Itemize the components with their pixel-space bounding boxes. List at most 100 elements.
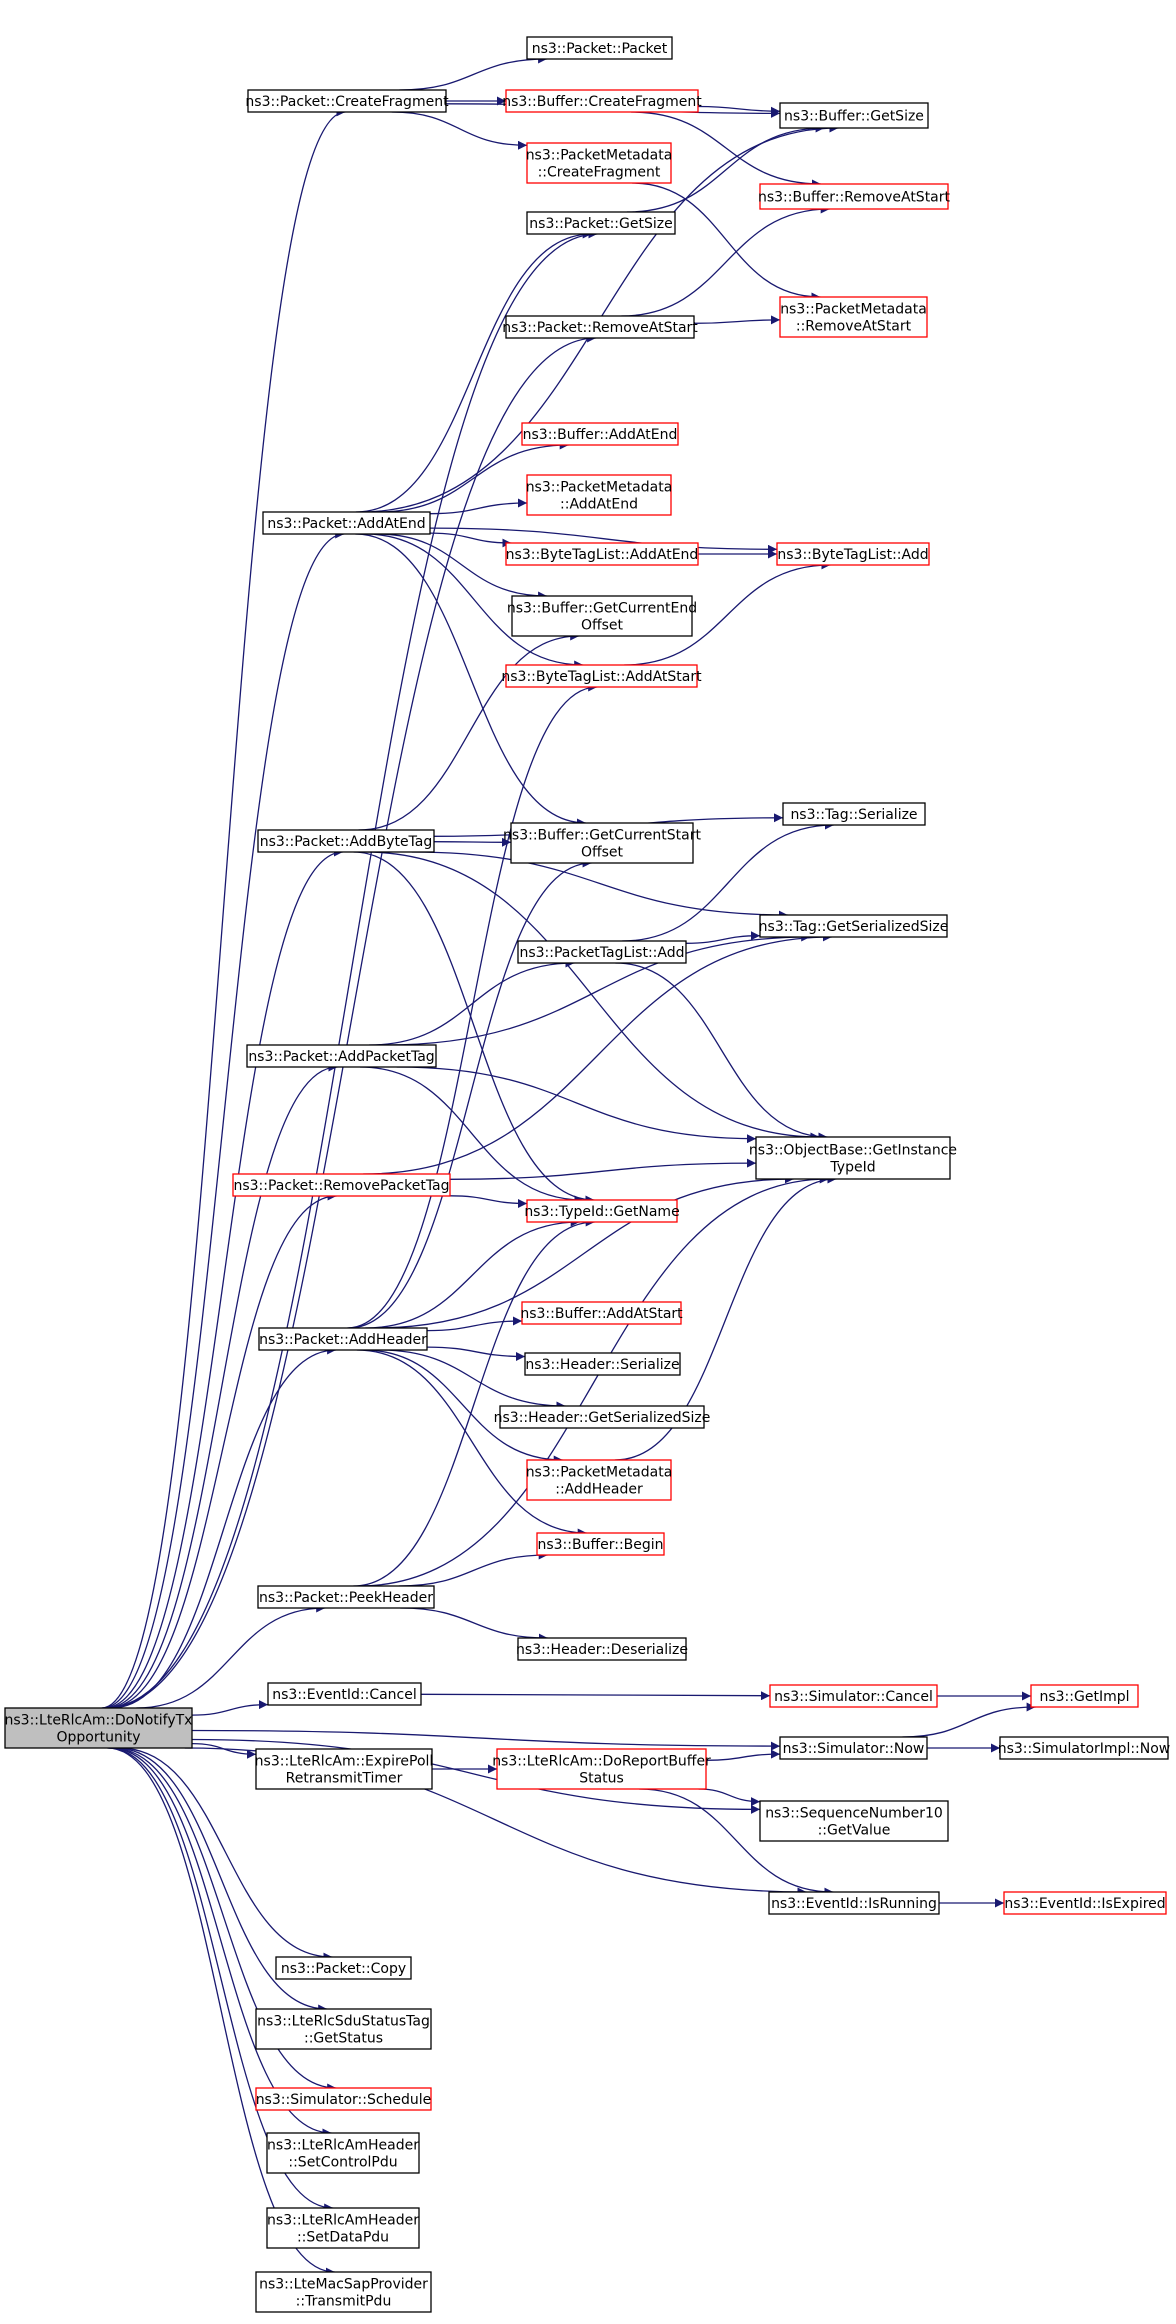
node-simimpl_now[interactable]: ns3::SimulatorImpl::Now [998,1736,1171,1760]
node-btl_addatend[interactable]: ns3::ByteTagList::AddAtEnd [505,542,699,566]
edge-pkt_addheader-to-hdr_serialize [426,1346,526,1361]
node-label: ns3::ByteTagList::Add [777,547,928,563]
node-box [505,542,699,566]
node-typeid_getname[interactable]: ns3::TypeId::GetName [524,1199,680,1223]
node-label: ns3::Buffer::AddAtStart [520,1306,683,1322]
node-box [496,1748,707,1790]
node-label: ns3::Tag::Serialize [790,807,917,823]
node-macsap_transmitpdu[interactable]: ns3::LteMacSapProvider::TransmitPdu [255,2271,432,2313]
edge-pkt_addheader-to-buf_begin [356,1349,587,1538]
node-pkt_getsize[interactable]: ns3::Packet::GetSize [526,211,676,235]
edge-btl_addatstart-to-btl_add [624,560,831,666]
node-label: ::GetValue [818,1823,891,1839]
node-ptl_add[interactable]: ns3::PacketTagList::Add [517,940,687,964]
edge-pkt_addatend-to-btl_addatstart [364,533,584,670]
node-box [779,1736,928,1760]
edge-pkt_removepackettag-to-ob_getinstancetypeid [449,1158,757,1180]
node-eventid_cancel[interactable]: ns3::EventId::Cancel [267,1682,422,1706]
node-pkt_removeatstart[interactable]: ns3::Packet::RemoveAtStart [502,315,698,339]
node-label: ns3::PacketMetadata [526,148,673,164]
node-label: ns3::Packet::AddAtEnd [267,516,425,532]
edge-doreportbuffer-to-eventid_isrunning [639,1788,834,1897]
node-label: Status [579,1771,624,1787]
node-tag_serialize[interactable]: ns3::Tag::Serialize [782,802,926,826]
node-pm_addheader[interactable]: ns3::PacketMetadata::AddHeader [526,1459,673,1501]
edge-pkt_addheader-to-pm_addheader [362,1349,563,1465]
node-amhdr_setdatapdu[interactable]: ns3::LteRlcAmHeader::SetDataPdu [266,2207,420,2249]
node-pm_createfrag[interactable]: ns3::PacketMetadata::CreateFragment [526,142,673,184]
node-btl_addatstart[interactable]: ns3::ByteTagList::AddAtStart [501,664,702,688]
node-sdustatus_getstatus[interactable]: ns3::LteRlcSduStatusTag::GetStatus [255,2008,432,2050]
node-label: ::SetControlPdu [288,2155,397,2171]
edge-pkt_peekheader-to-hdr_deserialize [400,1607,548,1643]
node-pkt_addpackettag[interactable]: ns3::Packet::AddPacketTag [246,1044,437,1068]
node-hdr_getserializedsize[interactable]: ns3::Header::GetSerializedSize [494,1405,711,1429]
edge-pkt_addatend-to-buf_getcurrentend [376,533,548,601]
node-amhdr_setcontrolpdu[interactable]: ns3::LteRlcAmHeader::SetControlPdu [266,2132,420,2174]
node-label: ns3::PacketMetadata [526,1465,673,1481]
edge-pkt_addatend-to-pkt_getsize [355,229,592,513]
node-tag_getserializedsize[interactable]: ns3::Tag::GetSerializedSize [759,914,949,938]
node-label: RetransmitTimer [286,1771,403,1787]
edge-pkt_addatend-to-pm_addatend [429,498,528,515]
node-label: ns3::Buffer::AddAtEnd [523,427,678,443]
node-pkt_createfrag[interactable]: ns3::Packet::CreateFragment [245,89,449,113]
node-pm_removeatstart[interactable]: ns3::PacketMetadata::RemoveAtStart [779,296,928,338]
node-pkt_addatend[interactable]: ns3::Packet::AddAtEnd [262,511,431,535]
node-pkt_packet[interactable]: ns3::Packet::Packet [526,36,673,60]
node-sim_cancel[interactable]: ns3::Simulator::Cancel [769,1684,938,1708]
node-seqnum_getvalue[interactable]: ns3::SequenceNumber10::GetValue [759,1800,949,1842]
node-getimpl[interactable]: ns3::GetImpl [1030,1684,1139,1708]
node-box [769,1684,938,1708]
edge-pkt_addatend-to-buf_getcurrentstart [355,533,587,828]
node-label: ns3::Packet::Packet [532,41,668,57]
node-box [511,595,693,637]
node-hdr_deserialize[interactable]: ns3::Header::Deserialize [516,1637,688,1661]
node-pkt_peekheader[interactable]: ns3::Packet::PeekHeader [257,1585,435,1609]
node-box [776,542,930,566]
edge-pkt_addbytetag-to-tag_getserializedsize [411,851,788,920]
node-pkt_addbytetag[interactable]: ns3::Packet::AddByteTag [257,829,435,853]
node-buf_createfrag[interactable]: ns3::Buffer::CreateFragment [502,89,702,113]
edge-ptl_add-to-ob_getinstancetypeid [615,962,828,1142]
node-label: ns3::ByteTagList::AddAtEnd [506,547,699,563]
node-label: ns3::Tag::GetSerializedSize [759,919,949,935]
edge-buf_createfrag-to-buf_getsize [697,105,781,116]
node-label: ns3::Packet::AddPacketTag [248,1049,434,1065]
node-label: ::AddAtEnd [560,497,638,513]
node-buf_getsize[interactable]: ns3::Buffer::GetSize [779,102,929,129]
node-label: ::TransmitPdu [296,2294,392,2310]
node-eventid_isexpired[interactable]: ns3::EventId::IsExpired [1003,1891,1167,1915]
node-box [759,1800,949,1842]
edge-pkt_addheader-to-buf_addatstart [426,1316,523,1332]
edge-pkt_addheader-to-typeid_getname [365,1217,580,1329]
node-label: ns3::EventId::Cancel [272,1687,417,1703]
node-sim_schedule[interactable]: ns3::Simulator::Schedule [255,2087,432,2111]
node-btl_add[interactable]: ns3::ByteTagList::Add [776,542,930,566]
node-hdr_serialize[interactable]: ns3::Header::Serialize [524,1352,681,1376]
node-eventid_isrunning[interactable]: ns3::EventId::IsRunning [768,1891,940,1915]
node-buf_begin[interactable]: ns3::Buffer::Begin [536,1532,665,1556]
node-pkt_copy[interactable]: ns3::Packet::Copy [275,1956,412,1980]
node-box [505,315,695,339]
node-pkt_removepackettag[interactable]: ns3::Packet::RemovePacketTag [232,1173,451,1197]
node-label: ns3::LteRlcSduStatusTag [257,2014,430,2030]
node-sim_now[interactable]: ns3::Simulator::Now [779,1736,928,1760]
node-pm_addatend[interactable]: ns3::PacketMetadata::AddAtEnd [526,474,673,516]
node-label: ns3::ObjectBase::GetInstance [749,1143,957,1159]
node-buf_addatstart[interactable]: ns3::Buffer::AddAtStart [520,1301,683,1325]
node-buf_addatend[interactable]: ns3::Buffer::AddAtEnd [521,422,679,446]
node-pkt_addheader[interactable]: ns3::Packet::AddHeader [258,1327,428,1351]
node-buf_removeatstart[interactable]: ns3::Buffer::RemoveAtStart [758,183,951,210]
node-box [768,1891,940,1915]
edge-root-to-pkt_addpackettag [105,1062,338,1709]
edge-pkt_createfrag-to-pkt_packet [399,54,548,91]
node-box [526,1199,678,1223]
node-label: ns3::LteRlcAm::ExpirePoll [255,1754,434,1770]
